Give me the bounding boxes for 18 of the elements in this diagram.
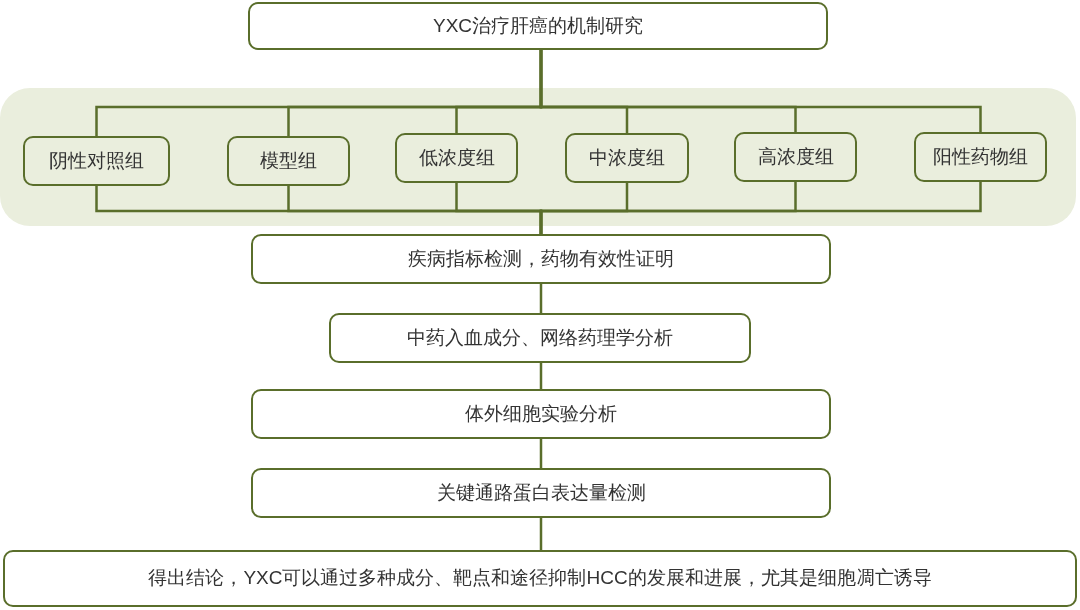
process-box: YXC治疗肝癌的机制研究: [248, 2, 828, 50]
group-box: 低浓度组: [395, 133, 518, 183]
process-box: 体外细胞实验分析: [251, 389, 831, 439]
connector-line: [539, 50, 982, 132]
group-box: 阴性对照组: [23, 136, 170, 186]
group-box: 模型组: [227, 136, 350, 186]
connector-line: [539, 284, 543, 313]
connector-line: [539, 182, 982, 234]
process-box: 中药入血成分、网络药理学分析: [329, 313, 751, 363]
process-box: 得出结论，YXC可以通过多种成分、靶点和途径抑制HCC的发展和进展，尤其是细胞凋亡诱导: [3, 550, 1077, 607]
group-box: 中浓度组: [565, 133, 689, 183]
process-box: 疾病指标检测，药物有效性证明: [251, 234, 831, 284]
connector-line: [539, 518, 543, 550]
process-box: 关键通路蛋白表达量检测: [251, 468, 831, 518]
connector-line: [539, 439, 543, 468]
connector-line: [539, 363, 543, 389]
group-box: 阳性药物组: [914, 132, 1047, 182]
group-box: 高浓度组: [734, 132, 857, 182]
